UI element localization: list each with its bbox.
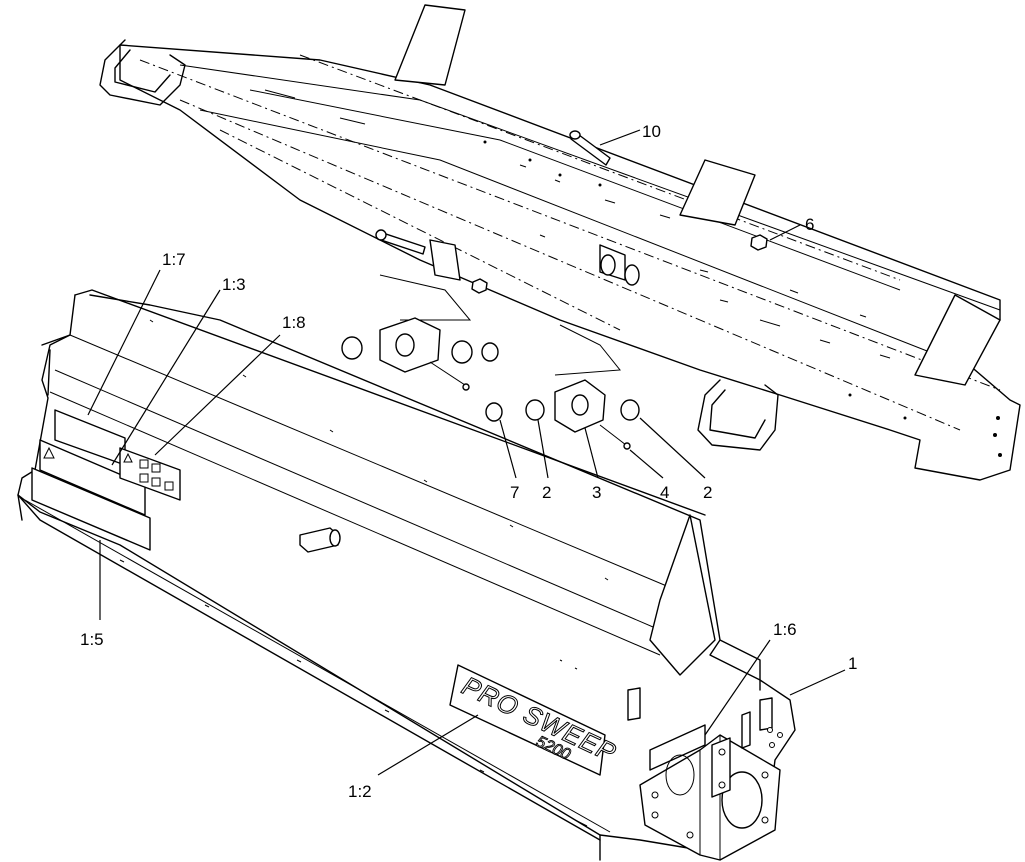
callout-2b: 2 — [703, 483, 712, 502]
leader-lines — [87, 129, 846, 776]
callout-4: 4 — [660, 483, 669, 502]
decal-1-5 — [31, 467, 151, 551]
callout-2a: 2 — [542, 483, 551, 502]
mounting-frame — [99, 4, 1021, 481]
callout-3: 3 — [592, 483, 601, 502]
decal-group: PRO SWEEP 5200 — [31, 409, 706, 776]
callout-6: 6 — [805, 215, 814, 234]
callout-1-5: 1:5 — [80, 630, 104, 649]
callout-1-2: 1:2 — [348, 782, 372, 801]
callout-1-6: 1:6 — [773, 620, 797, 639]
sweeper-housing — [17, 289, 796, 861]
callout-10: 10 — [642, 122, 661, 141]
callout-1-8: 1:8 — [282, 313, 306, 332]
decal-1-3 — [39, 439, 146, 516]
callout-1-7: 1:7 — [162, 250, 186, 269]
callout-1-3: 1:3 — [222, 275, 246, 294]
hitch-bracket — [639, 711, 783, 861]
decal-1-2 — [449, 664, 606, 776]
callout-labels: 1:7 1:3 1:8 1:5 1:2 1:6 1 10 6 7 2 3 4 2 — [80, 122, 857, 801]
callout-7: 7 — [510, 483, 519, 502]
decal-1-6 — [649, 724, 706, 771]
callout-1: 1 — [848, 654, 857, 673]
hardware-group — [341, 130, 768, 450]
